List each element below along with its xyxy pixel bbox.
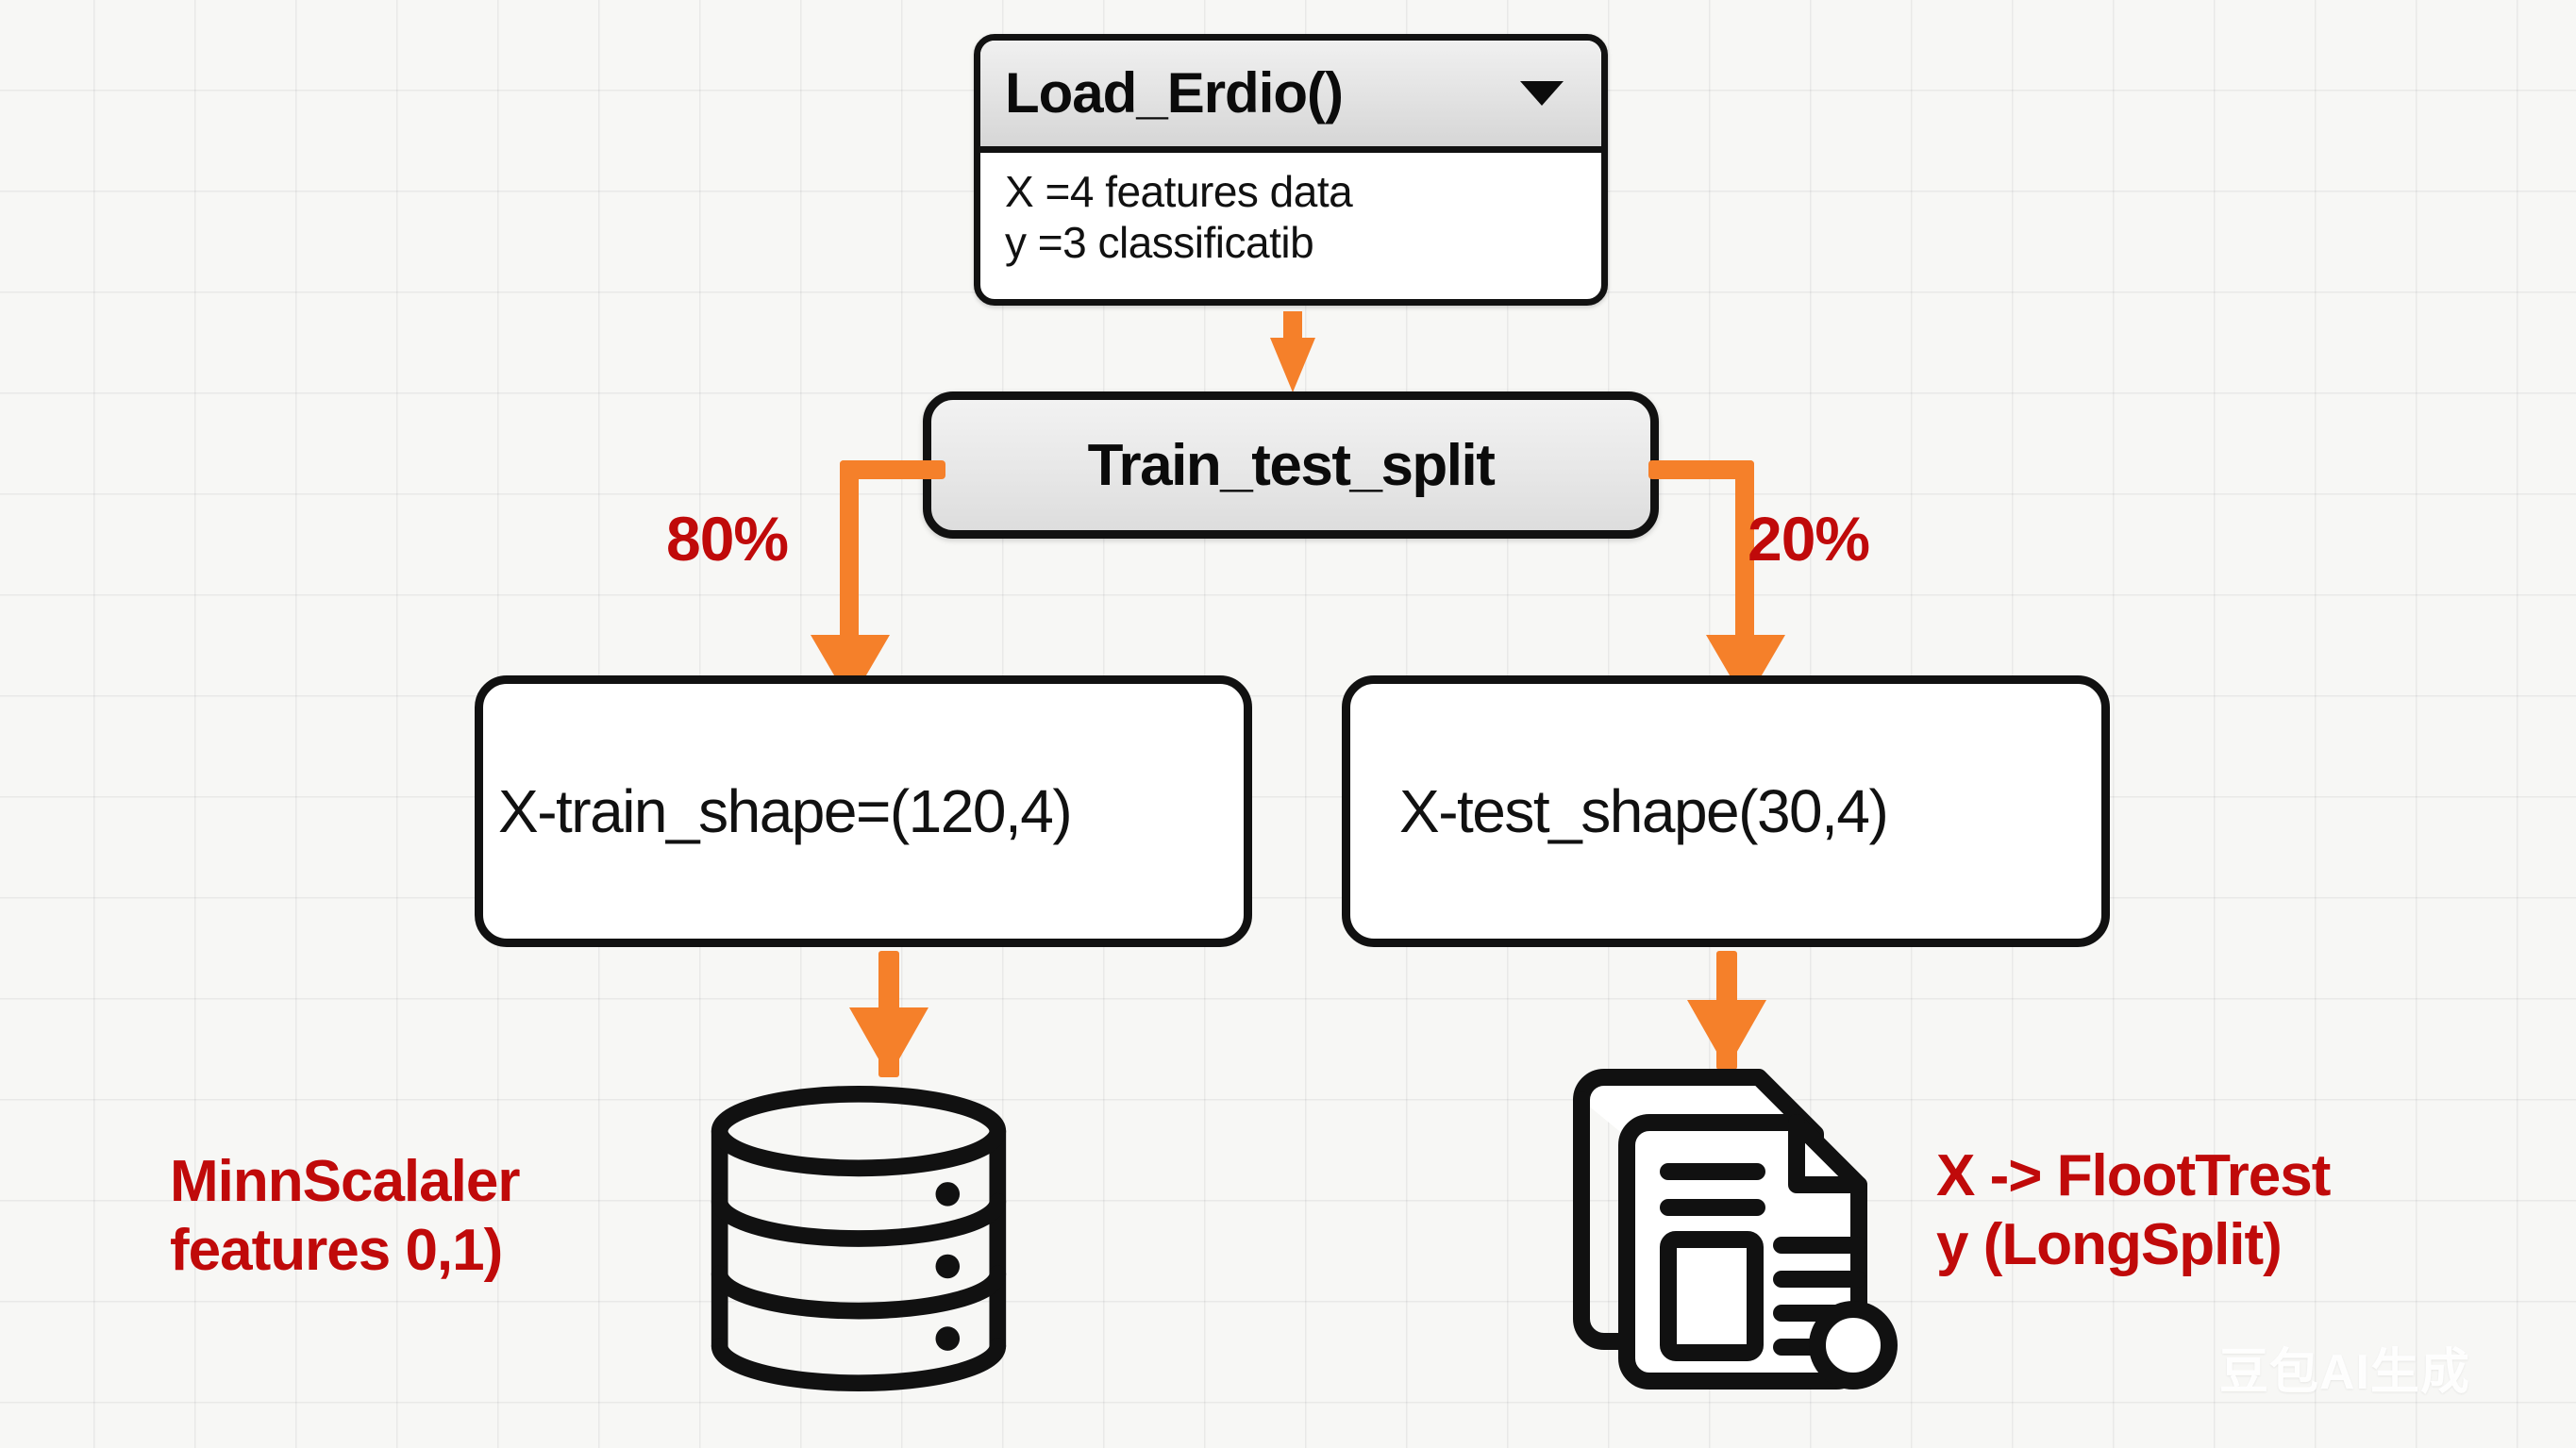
arrow-head	[1687, 1000, 1766, 1070]
node-load-erdio-title: Load_Erdio()	[1005, 61, 1344, 125]
node-load-erdio-line-2: y =3 classificatib	[1005, 218, 1314, 268]
arrow-vertical-segment	[840, 460, 859, 649]
annotation-floottrest-line-2: y (LongSplit)	[1936, 1212, 2283, 1278]
node-load-erdio[interactable]: Load_Erdio() X =4 features data y =3 cla…	[974, 34, 1608, 306]
documents-icon	[1551, 1055, 1900, 1394]
node-x-train-shape[interactable]: X-train_shape=(120,4)	[475, 675, 1252, 947]
node-train-test-split-label: Train_test_split	[1087, 432, 1496, 498]
arrow-stem	[1283, 311, 1302, 345]
node-load-erdio-body: X =4 features data y =3 classificatib	[980, 153, 1601, 269]
node-x-test-shape[interactable]: X-test_shape(30,4)	[1342, 675, 2110, 947]
database-icon	[698, 1083, 1019, 1394]
chevron-down-icon[interactable]	[1520, 81, 1564, 106]
watermark: 豆包AI生成	[2219, 1345, 2471, 1400]
annotation-floottrest: X -> FlootTrest y (LongSplit)	[1936, 1141, 2331, 1279]
annotation-minnscalaler-line-2: features 0,1)	[170, 1218, 503, 1284]
arrow-horizontal-segment	[840, 460, 945, 479]
node-train-test-split[interactable]: Train_test_split	[923, 391, 1659, 539]
annotation-floottrest-line-1: X -> FlootTrest	[1936, 1143, 2331, 1208]
node-load-erdio-line-1: X =4 features data	[1005, 167, 1353, 216]
edge-label-80-percent: 80%	[666, 504, 789, 574]
arrow-vertical-segment	[1735, 460, 1754, 649]
arrow-head	[849, 1007, 928, 1077]
arrow-horizontal-segment	[1648, 460, 1754, 479]
annotation-minnscalaler-line-1: MinnScalaler	[170, 1149, 520, 1214]
node-x-train-shape-label: X-train_shape=(120,4)	[498, 777, 1073, 845]
annotation-minnscalaler: MinnScalaler features 0,1)	[170, 1147, 520, 1285]
arrow-head	[1270, 338, 1315, 392]
node-load-erdio-header[interactable]: Load_Erdio()	[980, 41, 1601, 153]
edge-label-20-percent: 20%	[1748, 504, 1870, 574]
node-x-test-shape-label: X-test_shape(30,4)	[1399, 777, 1889, 845]
